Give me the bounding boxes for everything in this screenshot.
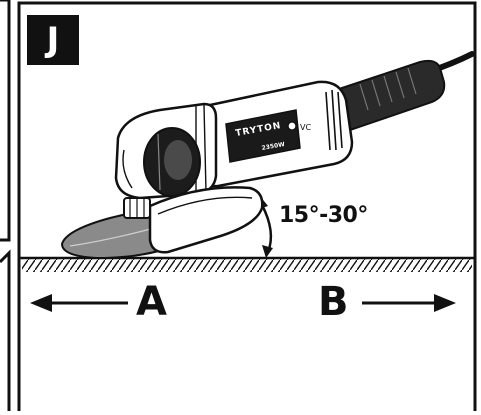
vent-slots [325, 89, 343, 151]
spindle-nut [123, 197, 151, 219]
handle-grip-ridges [359, 67, 417, 111]
guard-rim [157, 196, 253, 215]
rear-handle [328, 59, 446, 132]
adjacent-panel-frame-top [0, 0, 11, 242]
side-handle [143, 127, 201, 197]
model-label: 2350W [261, 141, 286, 152]
angle-label: 15°-30° [279, 203, 368, 228]
switch-label: VC [300, 123, 311, 132]
arrow-left-a [30, 294, 128, 312]
disc-guard [148, 186, 264, 254]
panel-frame [17, 1, 477, 415]
arrow-right-b [362, 294, 456, 312]
work-surface-hatching [22, 258, 472, 272]
label-plate: TRYTON 2350W [225, 109, 301, 163]
direction-label-b: B [318, 279, 349, 325]
speed-switch: VC [287, 121, 311, 132]
panel-letter-badge: J [27, 15, 79, 65]
direction-label-a: A [136, 279, 167, 325]
adjacent-panel-frame-bottom [0, 249, 11, 411]
